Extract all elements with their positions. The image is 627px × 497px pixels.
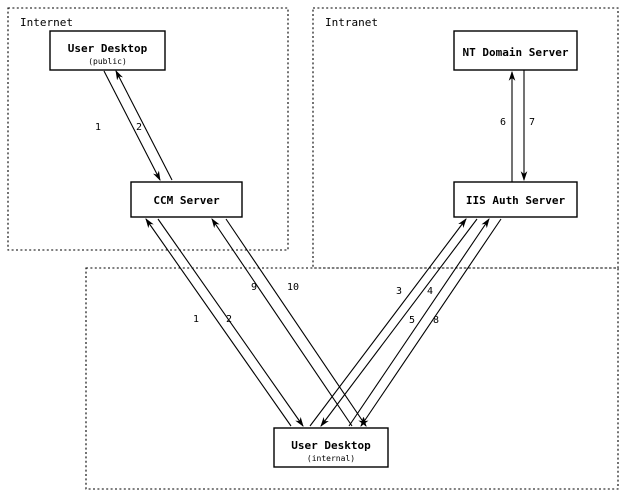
- zone-internet-border: [7, 7, 289, 251]
- flow-3: 3: [309, 218, 467, 427]
- node-ccm-server-title: CCM Server: [153, 194, 220, 207]
- flow-6-label: 6: [500, 117, 506, 128]
- flow-1-internal-line: [145, 218, 292, 427]
- flow-2-public-label: 2: [136, 122, 142, 133]
- flow-6: 6: [500, 70, 516, 182]
- node-nt-domain-server-rect[interactable]: [453, 30, 578, 71]
- flow-8-label: 8: [433, 315, 439, 326]
- flow-7-label: 7: [529, 117, 535, 128]
- flow-10-label: 10: [287, 282, 299, 293]
- node-iis-auth-server-title: IIS Auth Server: [466, 194, 566, 207]
- flow-1-public-label: 1: [95, 122, 101, 133]
- flow-10: 10: [225, 218, 367, 427]
- flow-10-line: [225, 218, 367, 427]
- node-user-desktop-public[interactable]: User Desktop (public): [49, 30, 166, 71]
- flow-1-public-line: [103, 70, 161, 181]
- flow-3-line: [309, 218, 467, 427]
- flow-1-public: 1: [95, 70, 161, 181]
- flow-4: 4: [320, 218, 478, 427]
- flow-2-internal-line: [157, 218, 304, 427]
- node-user-desktop-public-title: User Desktop: [68, 42, 148, 55]
- flow-9: 9: [211, 218, 353, 427]
- flow-8-line: [360, 218, 502, 427]
- flow-2-public: 2: [115, 70, 173, 181]
- flow-4-line: [320, 218, 478, 427]
- flow-1-internal-label: 1: [193, 314, 199, 325]
- flow-5-label: 5: [409, 315, 415, 326]
- node-ccm-server-rect[interactable]: [130, 181, 243, 218]
- node-nt-domain-server[interactable]: NT Domain Server: [453, 30, 578, 71]
- node-iis-auth-server[interactable]: IIS Auth Server: [453, 181, 578, 218]
- node-user-desktop-internal-title: User Desktop: [291, 439, 371, 452]
- node-nt-domain-server-title: NT Domain Server: [463, 46, 569, 59]
- flow-5-line: [348, 218, 490, 427]
- flow-5: 5: [348, 218, 490, 427]
- flow-9-line: [211, 218, 353, 427]
- flow-9-label: 9: [251, 282, 257, 293]
- node-user-desktop-internal-subtitle: (internal): [307, 454, 355, 463]
- node-user-desktop-public-rect[interactable]: [49, 30, 166, 71]
- node-user-desktop-internal[interactable]: User Desktop (internal): [273, 427, 389, 468]
- zone-internal-lan: [85, 267, 619, 490]
- node-user-desktop-public-subtitle: (public): [88, 57, 127, 66]
- flow-4-label: 4: [427, 286, 433, 297]
- zone-intranet-label: Intranet: [325, 16, 378, 29]
- flow-2-internal: 2: [157, 218, 304, 427]
- node-ccm-server[interactable]: CCM Server: [130, 181, 243, 218]
- flow-2-public-line: [115, 70, 173, 181]
- flow-7: 7: [520, 70, 535, 182]
- flow-8: 8: [360, 218, 502, 427]
- zone-internet: Internet: [7, 7, 289, 251]
- flow-2-internal-label: 2: [226, 314, 232, 325]
- zone-internet-label: Internet: [20, 16, 73, 29]
- node-iis-auth-server-rect[interactable]: [453, 181, 578, 218]
- zone-internal-lan-border: [85, 267, 619, 490]
- node-user-desktop-internal-rect[interactable]: [273, 427, 389, 468]
- flow-3-label: 3: [396, 286, 402, 297]
- flow-1-internal: 1: [145, 218, 292, 427]
